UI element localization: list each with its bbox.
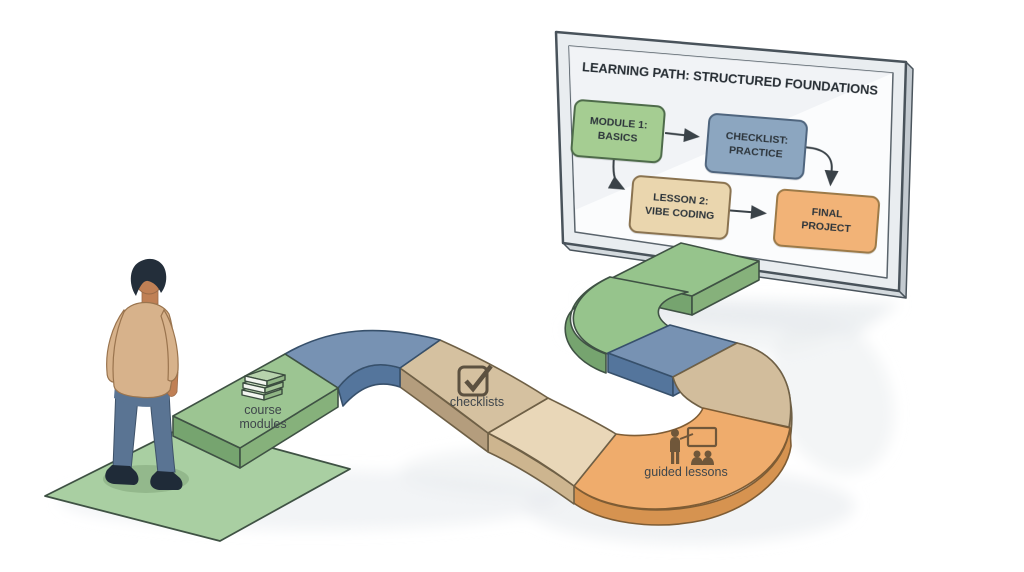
- books-icon: [241, 369, 286, 401]
- arrow-lesson2-to-final: [730, 205, 767, 220]
- flow-node-label: CHECKLIST: PRACTICE: [725, 130, 789, 161]
- person-shoe-left: [105, 465, 139, 485]
- person: [105, 258, 183, 490]
- flow-node-lesson2-vibe-coding: LESSON 2: VIBE CODING: [628, 174, 733, 241]
- person-shoe-right: [150, 471, 183, 490]
- path-label-course-modules: course modules: [239, 403, 287, 432]
- flow-node-module1-basics: MODULE 1: BASICS: [569, 98, 667, 164]
- flow-node-label: LESSON 2: VIBE CODING: [644, 191, 715, 223]
- checkbox-icon: [457, 364, 493, 397]
- flow-node-final-project: FINAL PROJECT: [772, 188, 881, 255]
- arrow-checklist-to-final: [806, 146, 839, 187]
- path-segment-turn-right-blue: [284, 329, 441, 407]
- path-segment-guided-lessons: [570, 407, 792, 526]
- flow-node-label: FINAL PROJECT: [800, 206, 852, 236]
- arrow-module1-to-checklist: [664, 128, 700, 143]
- path-segment-start-pad: [44, 424, 351, 542]
- person-leg-right: [149, 389, 176, 475]
- person-hair: [130, 258, 167, 296]
- person-torso: [112, 301, 175, 399]
- whiteboard-content: LEARNING PATH: STRUCTURED FOUNDATIONS MO…: [540, 30, 908, 276]
- path-segment-course-modules: [172, 353, 339, 469]
- path-segment-turn-up-tan: [672, 342, 793, 447]
- arrow-module1-to-lesson2: [607, 159, 626, 190]
- teacher-icon: [670, 426, 718, 465]
- path-label-guided-lessons: guided lessons: [644, 465, 728, 479]
- person-arm-right: [160, 308, 179, 382]
- flow-node-checklist-practice: CHECKLIST: PRACTICE: [704, 112, 809, 181]
- flowchart-arrows: [607, 128, 839, 220]
- path-segment-straight-tan: [487, 397, 617, 505]
- flow-node-label: MODULE 1: BASICS: [589, 115, 648, 145]
- path-label-checklists: checklists: [449, 395, 505, 409]
